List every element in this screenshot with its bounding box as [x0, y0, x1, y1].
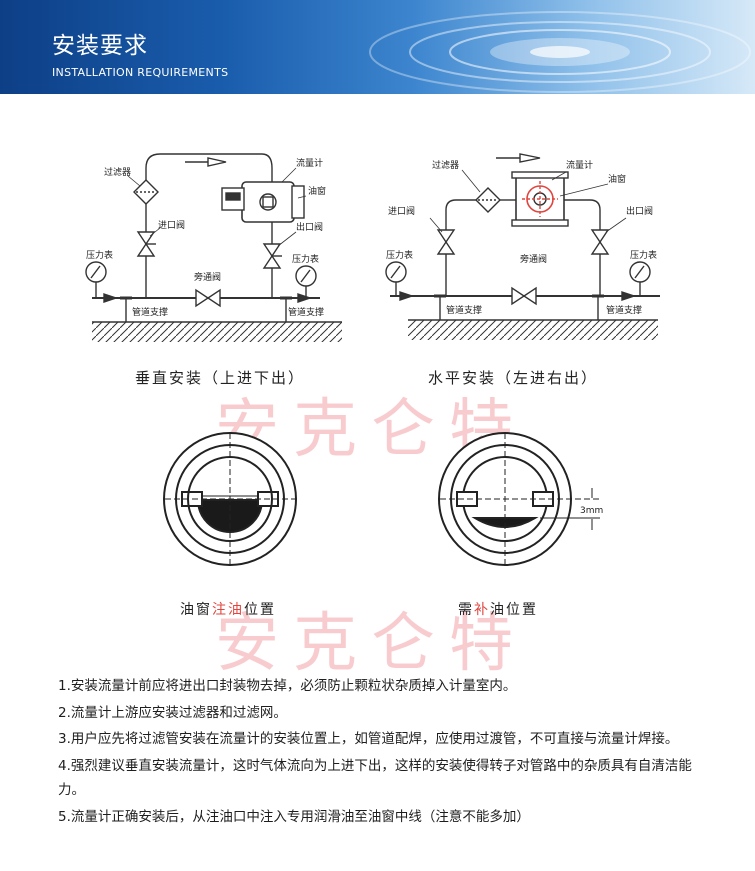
caption-oil-window-correct: 油窗注油位置: [180, 599, 276, 619]
caption-vertical-installation: 垂直安装（上进下出）: [135, 369, 306, 387]
vert-label-gauge-right: 压力表: [292, 253, 319, 265]
dimension-3mm: 3mm: [580, 506, 603, 516]
caption-text-highlight: 补: [474, 602, 490, 618]
vert-label-support-left: 管道支撑: [132, 306, 168, 318]
note-item: 2.流量计上游应安装过滤器和过滤网。: [58, 704, 287, 721]
note-item: 4.强烈建议垂直安装流量计，这时气体流向为上进下出，这样的安装使得转子对管路中的…: [58, 757, 692, 799]
vert-label-bypass: 旁通阀: [194, 271, 221, 283]
note-item: 3.用户应先将过滤管安装在流量计的安装位置上，如管道配焊，应使用过渡管，不可直接…: [58, 731, 679, 747]
installation-diagrams: 过滤器 流量计 油窗 进口阀 出口阀 压力表 压力表 旁通阀 管道支撑 管道支撑: [85, 153, 660, 342]
vert-label-support-right: 管道支撑: [288, 306, 324, 318]
horiz-label-inlet-valve: 进口阀: [388, 206, 415, 217]
caption-text-highlight: 注油: [212, 602, 244, 618]
oil-window-diagrams: 3mm: [163, 432, 603, 566]
caption-text: 油窗: [180, 602, 212, 618]
vert-label-inlet-valve: 进口阀: [158, 220, 185, 231]
vert-label-outlet-valve: 出口阀: [296, 221, 323, 233]
horiz-label-gauge-left: 压力表: [386, 249, 413, 261]
vert-label-gauge-left: 压力表: [86, 249, 113, 261]
caption-oil-window-refill: 需补油位置: [458, 599, 538, 619]
page-subtitle: INSTALLATION REQUIREMENTS: [52, 66, 229, 79]
horiz-label-support-right: 管道支撑: [606, 304, 642, 316]
horiz-label-bypass: 旁通阀: [520, 253, 547, 265]
note-item: 5.流量计正确安装后，从注油口中注入专用润滑油至油窗中线（注意不能多加）: [58, 808, 530, 825]
vert-label-flowmeter: 流量计: [296, 157, 323, 169]
horiz-label-oil-window: 油窗: [608, 173, 626, 185]
horiz-label-gauge-right: 压力表: [630, 249, 657, 261]
horiz-label-outlet-valve: 出口阀: [626, 205, 653, 217]
horiz-label-support-left: 管道支撑: [446, 304, 482, 316]
vertical-installation-diagram: [85, 153, 342, 342]
page-title: 安装要求: [52, 33, 148, 59]
horiz-label-filter: 过滤器: [432, 159, 459, 171]
caption-text: 油位置: [490, 602, 538, 618]
oil-window-refill-level: [438, 432, 600, 566]
caption-text: 位置: [244, 602, 276, 618]
header-banner: 安装要求 INSTALLATION REQUIREMENTS: [0, 0, 755, 94]
vert-label-filter: 过滤器: [104, 166, 131, 178]
note-item: 1.安装流量计前应将进出口封装物去掉，必须防止颗粒状杂质掉入计量室内。: [58, 678, 517, 694]
oil-window-correct-level: [163, 432, 297, 566]
caption-horizontal-installation: 水平安装（左进右出）: [428, 369, 599, 387]
banner-swirl-graphic: [369, 11, 751, 93]
vert-label-oil-window: 油窗: [308, 185, 326, 197]
horiz-label-flowmeter: 流量计: [566, 159, 593, 171]
horizontal-installation-diagram: [385, 153, 660, 340]
watermark-bottom: 安克仑特: [215, 607, 527, 681]
installation-notes: 1.安装流量计前应将进出口封装物去掉，必须防止颗粒状杂质掉入计量室内。 2.流量…: [58, 674, 708, 831]
caption-text: 需: [458, 602, 474, 618]
